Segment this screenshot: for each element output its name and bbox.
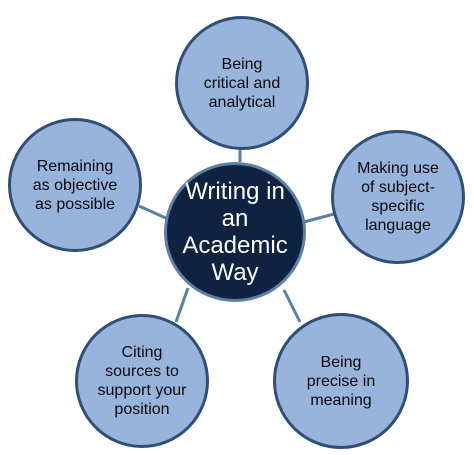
node-citing-sources: Citing sources to support your position <box>75 314 209 448</box>
connector-right <box>303 212 335 224</box>
node-label: Citing sources to support your position <box>97 344 187 418</box>
node-subject-specific-language: Making use of subject- specific language <box>331 130 465 264</box>
node-being-precise: Being precise in meaning <box>273 313 409 449</box>
center-node: Writing in an Academic Way <box>164 162 306 302</box>
node-label: Remaining as objective as possible <box>32 157 118 213</box>
connector-bottom-left <box>174 287 190 323</box>
connector-bottom-right <box>282 289 302 323</box>
node-being-critical: Being critical and analytical <box>175 16 309 150</box>
center-title: Writing in an Academic Way <box>182 178 288 286</box>
node-remaining-objective: Remaining as objective as possible <box>8 118 142 252</box>
connector-left <box>138 204 169 221</box>
node-label: Making use of subject- specific language <box>357 160 439 234</box>
node-label: Being critical and analytical <box>203 55 281 111</box>
node-label: Being precise in meaning <box>306 353 376 409</box>
